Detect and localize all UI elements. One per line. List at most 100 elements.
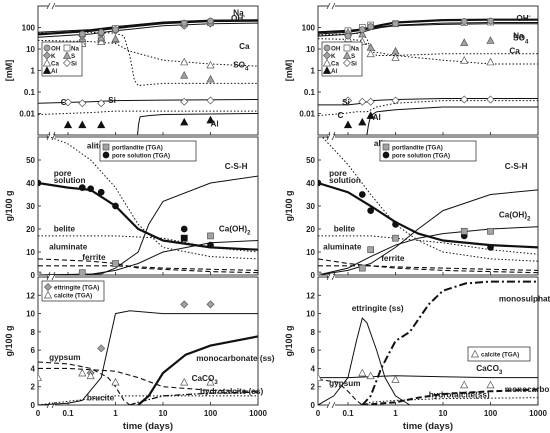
data-marker	[318, 179, 322, 187]
axis-break-gap	[48, 403, 55, 407]
curve-label: belite	[54, 224, 76, 233]
axis-break-mark	[331, 133, 336, 141]
data-marker	[460, 56, 469, 64]
data-marker	[207, 241, 214, 249]
data-marker	[64, 98, 72, 107]
x-tick-label: 1000	[249, 409, 267, 418]
series-line	[362, 388, 538, 405]
y-tick-label: 1	[31, 67, 36, 76]
axis-break-mark	[326, 133, 331, 141]
data-marker	[180, 234, 188, 242]
y-tick-label: 0	[311, 401, 316, 410]
data-marker	[78, 99, 87, 108]
data-marker	[487, 17, 494, 25]
data-marker	[366, 43, 375, 51]
y-axis-label: g/100 g	[284, 190, 294, 221]
data-marker	[180, 71, 189, 79]
y-tick-label: 40	[26, 179, 35, 188]
x-tick-label: 10	[159, 409, 168, 418]
data-marker	[358, 191, 366, 198]
legend-label: calcite (TGA)	[481, 352, 519, 359]
data-marker	[486, 380, 495, 389]
legend-label: S	[351, 53, 355, 60]
curve-label: brucite	[87, 393, 115, 402]
series-line	[318, 181, 538, 249]
legend-box	[467, 346, 531, 362]
series-line	[318, 32, 538, 56]
data-marker	[44, 283, 52, 291]
curve-label: pore	[329, 169, 347, 178]
data-marker	[63, 59, 71, 67]
y-axis-label: [mM]	[284, 60, 294, 82]
axis-break-mark	[51, 133, 56, 141]
curve-label: hydrotalcite(ss)	[429, 391, 490, 400]
legend-label: Na	[351, 46, 359, 53]
legend-label: portlandite (TGA)	[392, 145, 443, 152]
legend-label: portlandite (TGA)	[112, 145, 163, 152]
series-line	[318, 375, 538, 379]
data-marker	[111, 377, 120, 386]
data-marker	[391, 375, 400, 383]
curve-label: Na	[513, 31, 524, 40]
data-marker	[206, 96, 215, 105]
data-marker	[112, 202, 119, 210]
series-line	[38, 265, 258, 271]
curve-label-subscript: 2	[527, 217, 531, 223]
axis-break-mark	[46, 401, 51, 409]
curve-label: monocarbonate(ss)	[505, 385, 550, 394]
plot-area	[318, 17, 538, 135]
data-marker	[322, 66, 332, 74]
x-tick-label: 0	[36, 409, 41, 418]
legend-label: K	[331, 53, 336, 60]
data-marker	[97, 188, 105, 196]
data-marker	[392, 20, 399, 28]
y-tick-label: 30	[26, 202, 35, 211]
data-marker	[111, 34, 120, 43]
data-marker	[207, 17, 214, 25]
axis-break-gap	[48, 275, 55, 279]
data-marker	[318, 271, 322, 275]
axis-break-mark	[46, 273, 51, 281]
x-tick-label: 1000	[529, 409, 547, 418]
data-marker	[206, 115, 215, 124]
curve-label: aluminate	[323, 243, 362, 252]
y-tick-label: 50	[26, 156, 35, 165]
y-tick-label: 6	[311, 346, 316, 355]
legend-label: OH	[331, 46, 341, 53]
plot-area	[38, 17, 258, 135]
axis-break-gap	[48, 135, 55, 139]
curve-label: pore	[54, 169, 72, 178]
series-line	[318, 18, 538, 34]
y-tick-label: 8	[31, 328, 36, 337]
series-line	[129, 391, 258, 405]
x-tick-label: 1	[393, 409, 398, 418]
y-tick-label: 0	[31, 401, 36, 410]
y-axis-label: [mM]	[4, 60, 14, 82]
data-marker	[180, 97, 189, 106]
y-tick-label: 8	[311, 328, 316, 337]
data-marker	[97, 344, 106, 353]
curve-label: ettringite (ss)	[352, 304, 404, 313]
data-marker	[382, 151, 390, 159]
legend-label: ettringite (TGA)	[54, 285, 99, 292]
data-marker	[180, 225, 188, 233]
y-tick-label: 20	[306, 225, 315, 234]
data-marker	[323, 44, 331, 52]
series-line	[318, 23, 538, 37]
data-marker	[460, 95, 469, 104]
legend-box	[99, 140, 197, 162]
curve-label: monocarbonate (ss)	[196, 354, 275, 363]
y-tick-label: 30	[306, 202, 315, 211]
axis-break-gap	[328, 403, 335, 407]
series-line	[366, 106, 538, 135]
data-marker	[486, 36, 495, 44]
data-marker	[97, 28, 105, 36]
axis-break-gap	[328, 4, 335, 8]
series-line	[137, 113, 258, 135]
x-tick-label: 1	[113, 409, 118, 418]
curve-label: solution	[329, 176, 361, 185]
y-tick-label: 0.1	[304, 88, 316, 97]
plot-area	[318, 137, 538, 275]
